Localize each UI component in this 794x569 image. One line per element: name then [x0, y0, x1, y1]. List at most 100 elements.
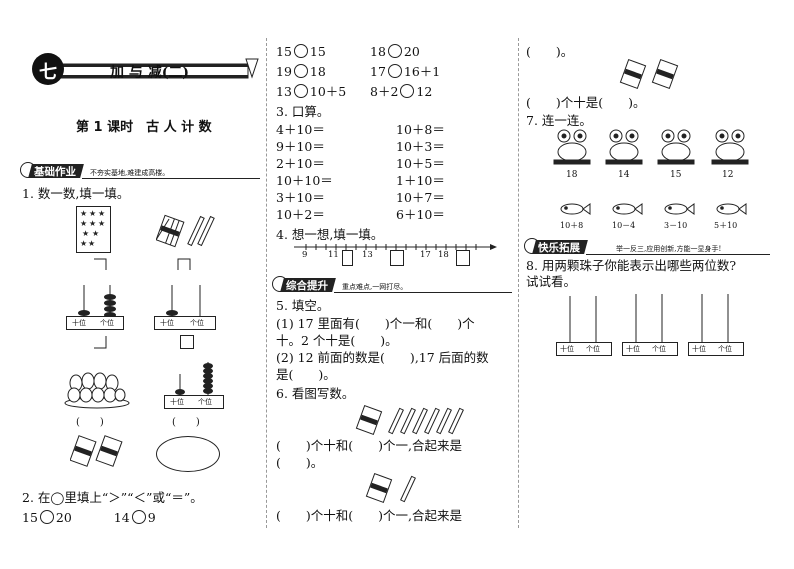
- q3-right-5: 6＋10＝: [396, 207, 445, 222]
- compare-value: 16＋1: [403, 64, 441, 79]
- stars-icon: ★★★ ★★★ ★★ ★★: [80, 209, 105, 248]
- abacus-base: [622, 342, 678, 356]
- abacus-ones-label: 个位: [652, 345, 666, 353]
- abacus-2: 十位 个位: [154, 283, 216, 330]
- stick-bundle-icon: [156, 214, 215, 248]
- abacus-ones-label: 个位: [100, 319, 114, 327]
- compare-value: 17: [370, 64, 386, 79]
- section-comprehensive-rule: [334, 292, 512, 293]
- q6-line3: ( )个十和( )个一,合起来是: [276, 508, 462, 523]
- blank-abacus[interactable]: 十位 个位: [688, 294, 744, 356]
- stars-box: [76, 206, 111, 253]
- q2-right-a: 14: [113, 510, 130, 525]
- svg-text:★: ★: [82, 229, 89, 238]
- abacus-rods: [78, 285, 116, 318]
- lesson-title: 第 1 课时 古 人 计 数: [76, 120, 212, 135]
- frog-number: 18: [566, 170, 578, 180]
- svg-text:★: ★: [80, 219, 87, 228]
- q3-left-5: 10＋2＝: [276, 207, 325, 222]
- tick-label: 18: [438, 250, 449, 260]
- number-line-axis: [294, 244, 497, 250]
- number-line-blank[interactable]: [456, 250, 470, 266]
- svg-text:★: ★: [89, 209, 96, 218]
- q8-prompt2: 试试看。: [526, 274, 577, 289]
- q8-prompt: 8. 用两颗珠子你能表示出哪些两位数?: [526, 258, 737, 273]
- abacus-base: [154, 316, 216, 330]
- frog-number: 14: [618, 170, 630, 180]
- abacus-rods: [175, 362, 213, 396]
- compare-value: 10＋5: [309, 84, 347, 99]
- fish-expression: 5＋10: [714, 221, 738, 230]
- stick-bundle-icon: [619, 59, 679, 89]
- answer-bracket: [94, 336, 107, 349]
- sticks-picture-icon: [365, 473, 416, 503]
- answer-bracket: [94, 258, 107, 270]
- fish-expression: 10＋8: [560, 221, 584, 230]
- tick-label: 13: [362, 250, 373, 260]
- compare-circle[interactable]: [293, 44, 308, 58]
- compare-value: 13: [276, 84, 292, 99]
- abacus-base: [164, 395, 224, 409]
- compare-value: 8＋2: [370, 84, 399, 99]
- tick-label: 17: [420, 250, 431, 260]
- blank-abacus[interactable]: 十位 个位: [556, 296, 612, 356]
- compare-circle[interactable]: [387, 44, 402, 58]
- answer-paren: ( ): [172, 417, 200, 428]
- compare-circle[interactable]: [131, 510, 146, 524]
- section-fun-motto: 举一反三,应用创新,方能一显身手!: [616, 245, 722, 253]
- compare-circle[interactable]: [293, 64, 308, 78]
- q1-prompt: 1. 数一数,填一填。: [22, 186, 130, 201]
- answer-bracket: [177, 258, 191, 270]
- answer-paren: ( ): [76, 417, 104, 428]
- answer-oval[interactable]: [156, 436, 220, 472]
- section-basic-motto: 不夯实基地,难建成高楼。: [90, 169, 170, 177]
- q3-right-2: 10＋5＝: [396, 156, 445, 171]
- number-line-blank[interactable]: [390, 250, 404, 266]
- abacus-tens-label: 十位: [560, 345, 574, 353]
- section-fun: 快乐拓展 举一反三,应用创新,方能一显身手!: [524, 238, 770, 256]
- fish-expression: 3－10: [664, 221, 688, 230]
- sticks-picture-icon: [355, 405, 464, 435]
- col3-top: ( )。: [526, 44, 574, 59]
- q4-prompt: 4. 想一想,填一填。: [276, 227, 384, 242]
- compare-circle[interactable]: [39, 510, 54, 524]
- compare-circle[interactable]: [400, 84, 415, 98]
- svg-text:★: ★: [92, 229, 99, 238]
- section-comprehensive-motto: 重点难点,一网打尽。: [342, 283, 408, 291]
- fish-expression: 10－4: [612, 221, 636, 230]
- q2-prompt: 2. 在◯里填上“＞”“＜”或“＝”。: [22, 490, 203, 505]
- q3-left-0: 4＋10＝: [276, 122, 325, 137]
- abacus-ones-label: 个位: [718, 345, 732, 353]
- abacus-base: [556, 342, 612, 356]
- abacus-base: [688, 342, 744, 356]
- compare-circle[interactable]: [387, 64, 402, 78]
- q3-prompt: 3. 口算。: [276, 104, 330, 119]
- tens-line: ( )个十是( )。: [526, 95, 646, 110]
- q2-right-b: 9: [147, 510, 156, 525]
- abacus-rods: [166, 285, 201, 317]
- tick-label: 9: [302, 250, 308, 260]
- abacus-ones-label: 个位: [586, 345, 600, 353]
- svg-text:★: ★: [98, 209, 105, 218]
- abacus-ones-label: 个位: [198, 398, 212, 406]
- svg-text:★: ★: [98, 219, 105, 228]
- q5-line4: 是( )。: [276, 367, 336, 382]
- q6-line2: ( )。: [276, 455, 324, 470]
- unit-title: 加 与 减(二): [110, 65, 189, 81]
- abacus-1: 十位 个位: [66, 283, 124, 330]
- frog-number: 12: [722, 170, 734, 180]
- number-line-blank[interactable]: [342, 250, 353, 266]
- answer-box[interactable]: [180, 335, 194, 349]
- blank-abacus[interactable]: 十位 个位: [622, 294, 678, 356]
- header-banner-shape: [47, 58, 259, 79]
- svg-text:★: ★: [88, 239, 95, 248]
- number-line: 9 11 13 17 18: [292, 242, 498, 268]
- compare-circle[interactable]: [293, 84, 308, 98]
- abacus-ones-label: 个位: [190, 319, 204, 327]
- eggs-basket-icon: [64, 372, 130, 409]
- abacus-rods: [569, 296, 597, 342]
- stick-bundle-icon: [70, 435, 123, 467]
- abacus-tens-label: 十位: [160, 319, 174, 327]
